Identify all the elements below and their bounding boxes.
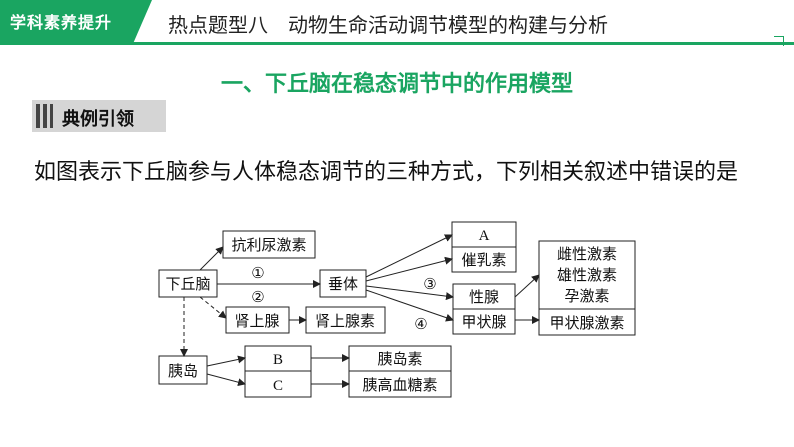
thyroid-label: 甲状腺 bbox=[461, 314, 506, 331]
header-bar: 学科素养提升 热点题型八 动物生命活动调节模型的构建与分析 bbox=[0, 0, 794, 46]
arrow-islet-to-b bbox=[206, 355, 246, 367]
path-number-3: ③ bbox=[423, 277, 436, 293]
sex-hormone-1-label: 雌性激素 bbox=[557, 246, 617, 263]
pituitary-label: 垂体 bbox=[328, 276, 358, 293]
arrow-gonad-to-sex-hormone bbox=[514, 274, 540, 298]
arrow-to-gonad bbox=[365, 285, 454, 301]
header-rule bbox=[0, 42, 794, 45]
example-tag-label: 典例引领 bbox=[62, 109, 134, 130]
arrow-islet-to-c bbox=[206, 373, 246, 387]
section-title: 一、下丘脑在稳态调节中的作用模型 bbox=[220, 72, 573, 97]
header-badge: 学科素养提升 bbox=[0, 0, 152, 42]
adh-label: 抗利尿激素 bbox=[231, 237, 306, 254]
b-label: B bbox=[273, 352, 283, 368]
a-label: A bbox=[479, 228, 490, 244]
arrow-to-adh bbox=[199, 246, 224, 271]
adrenal-gland-label: 肾上腺 bbox=[234, 313, 279, 330]
islet-label: 胰岛 bbox=[168, 363, 198, 380]
insulin-label: 胰岛素 bbox=[377, 351, 422, 368]
path-number-2: ② bbox=[251, 290, 264, 306]
arrow-to-prolactin bbox=[365, 256, 453, 282]
path-number-1: ① bbox=[251, 266, 264, 282]
arrow-to-adrenal bbox=[199, 296, 227, 319]
gonad-label: 性腺 bbox=[469, 289, 499, 306]
path-number-4: ④ bbox=[414, 317, 427, 333]
arrow-to-a bbox=[365, 234, 453, 278]
c-label: C bbox=[273, 378, 283, 394]
adrenaline-label: 肾上腺素 bbox=[315, 313, 375, 330]
sex-hormone-3-label: 孕激素 bbox=[564, 288, 609, 305]
prolactin-label: 催乳素 bbox=[461, 252, 506, 269]
question-text: 如图表示下丘脑参与人体稳态调节的三种方式，下列相关叙述中错误的是 bbox=[34, 160, 739, 185]
hypothalamus-label: 下丘脑 bbox=[165, 276, 210, 293]
adh-box bbox=[222, 230, 316, 259]
sex-hormone-2-label: 雄性激素 bbox=[557, 267, 617, 284]
header-badge-label: 学科素养提升 bbox=[10, 13, 113, 32]
arrow-to-thyroid bbox=[365, 289, 454, 322]
header-title: 热点题型八 动物生命活动调节模型的构建与分析 bbox=[168, 13, 608, 37]
example-tag: 典例引领 bbox=[32, 100, 166, 132]
tag-bars-icon bbox=[36, 104, 54, 128]
hormone-output-box bbox=[538, 240, 636, 336]
thyroxine-label: 甲状腺激素 bbox=[549, 315, 624, 332]
glucagon-label: 胰高血糖素 bbox=[362, 377, 437, 394]
